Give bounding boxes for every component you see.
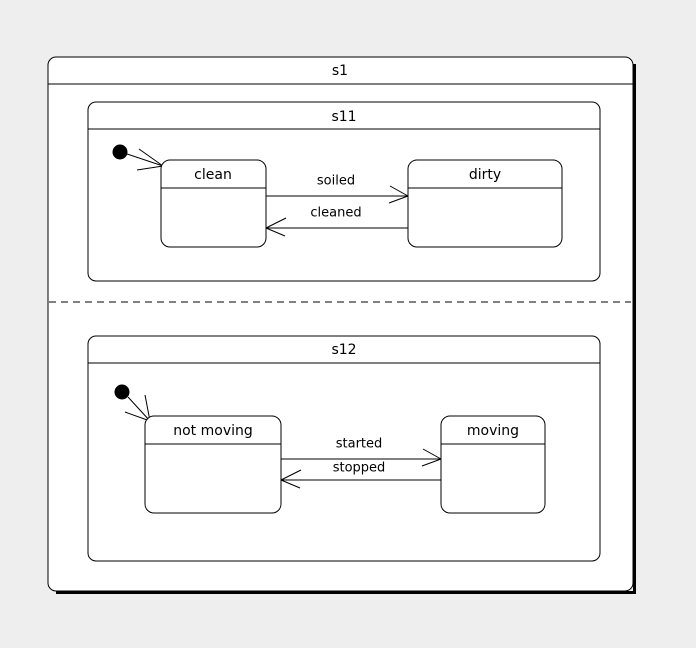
state-dirty-body[interactable] xyxy=(407,159,563,248)
transition-stopped[interactable]: stopped xyxy=(280,461,441,489)
state-clean-body[interactable] xyxy=(160,159,267,248)
initial-transition-s12-line xyxy=(127,396,151,422)
state-dirty-name: dirty xyxy=(469,167,501,183)
initial-pseudostate-s12[interactable] xyxy=(114,384,130,400)
state-s1-name: s1 xyxy=(332,63,348,79)
transition-started[interactable]: started xyxy=(281,437,442,467)
initial-pseudostate-s11[interactable] xyxy=(112,144,128,160)
state-not-moving[interactable]: not moving xyxy=(144,415,282,514)
initial-transition-s11-arrowhead xyxy=(136,148,164,171)
transition-started-arrowhead xyxy=(421,448,442,467)
state-dirty[interactable]: dirty xyxy=(407,159,563,248)
transition-soiled-label: soiled xyxy=(317,174,355,189)
transition-cleaned-arrowhead xyxy=(265,217,287,237)
state-clean[interactable]: clean xyxy=(160,159,267,248)
transition-soiled-arrowhead xyxy=(388,185,409,204)
transition-started-label: started xyxy=(336,437,383,452)
initial-transition-s11-line xyxy=(126,153,164,167)
state-clean-name: clean xyxy=(194,167,232,183)
region-s12-name: s12 xyxy=(331,342,356,358)
state-moving-body[interactable] xyxy=(440,415,546,514)
region-s11-name: s11 xyxy=(331,109,356,125)
transition-soiled[interactable]: soiled xyxy=(266,174,409,204)
region-s11[interactable]: s11 clean dirty soiled xyxy=(87,101,601,282)
state-not-moving-name: not moving xyxy=(173,423,253,439)
transition-cleaned[interactable]: cleaned xyxy=(265,206,408,237)
transition-stopped-label: stopped xyxy=(333,461,386,476)
state-moving[interactable]: moving xyxy=(440,415,546,514)
region-s12[interactable]: s12 not moving moving started xyxy=(87,335,601,562)
transition-stopped-arrowhead xyxy=(280,469,302,489)
initial-transition-s12-arrowhead xyxy=(124,394,151,422)
state-moving-name: moving xyxy=(467,423,519,439)
transition-cleaned-label: cleaned xyxy=(310,206,361,221)
state-not-moving-body[interactable] xyxy=(144,415,282,514)
